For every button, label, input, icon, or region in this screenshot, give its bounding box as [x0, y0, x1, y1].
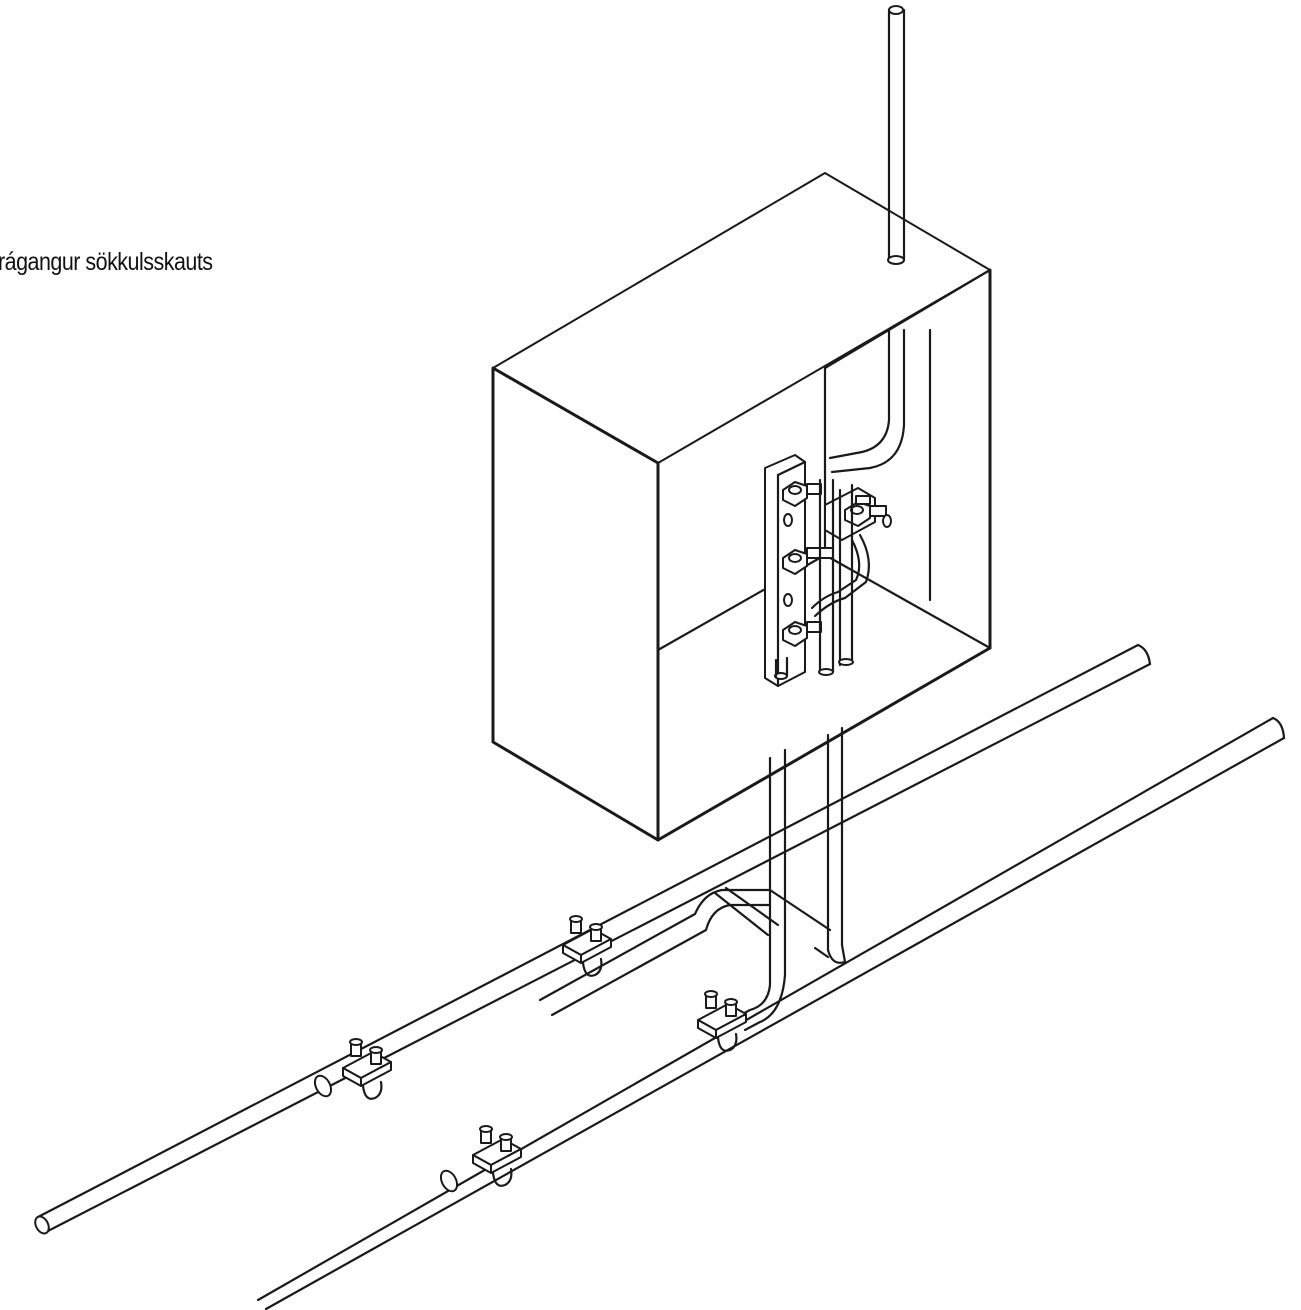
cross-connector-bar	[538, 886, 832, 1017]
down-conductor-left	[733, 748, 787, 1032]
bonding-bolt-2	[782, 547, 834, 575]
bonding-bolt-1	[782, 481, 822, 507]
rod-clamp-3	[697, 990, 747, 1052]
rod-clamp-2	[313, 1038, 392, 1100]
junction-box	[491, 172, 992, 842]
vertical-rod	[828, 5, 906, 474]
interior-conductors	[774, 478, 871, 680]
bonding-bolt-3	[782, 621, 822, 647]
rod-clamp-4	[439, 1125, 522, 1193]
side-clamp	[824, 487, 892, 541]
rod-clamp-1	[562, 915, 612, 977]
down-conductor-right	[813, 726, 847, 964]
diagram-caption: rágangur sökkulsskauts	[0, 248, 213, 276]
foundation-ground-rod-front	[256, 716, 1286, 1310]
